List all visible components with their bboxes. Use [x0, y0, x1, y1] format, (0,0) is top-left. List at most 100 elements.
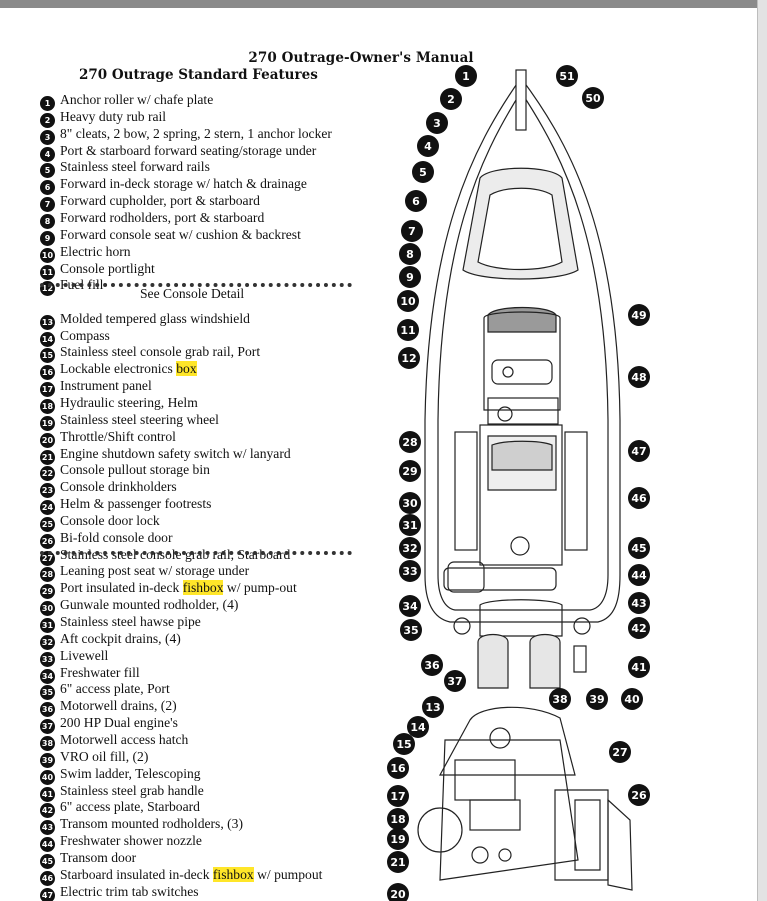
feature-number-badge: 20 [40, 432, 55, 448]
diagram-callout: 11 [397, 319, 419, 341]
feature-number-badge: 47 [40, 887, 55, 901]
manual-title: 270 Outrage-Owner's Manual [248, 50, 474, 66]
feature-text: Forward console seat w/ cushion & backre… [60, 226, 301, 242]
feature-number-badge: 42 [40, 803, 55, 819]
feature-number-badge: 22 [40, 466, 55, 482]
viewer-scrollbar[interactable] [757, 0, 767, 901]
feature-text: Lockable electronics [60, 361, 177, 377]
diagram-callout: 34 [399, 595, 421, 617]
diagram-callout: 10 [397, 290, 419, 312]
diagram-callout: 49 [628, 304, 650, 326]
search-highlight: fishbox [212, 866, 254, 882]
diagram-callout: 51 [556, 65, 578, 87]
feature-text: Hydraulic steering, Helm [60, 394, 198, 410]
svg-text:6: 6 [412, 195, 420, 208]
feature-number-badge: 1 [40, 96, 55, 111]
feature-number-badge: 14 [40, 331, 55, 347]
feature-item: 18 Hydraulic steering, Helm [40, 394, 198, 414]
diagram-callout: 48 [628, 366, 650, 388]
feature-text: Stainless steel grab handle [60, 782, 204, 798]
feature-number-badge: 43 [40, 820, 55, 836]
svg-text:46: 46 [631, 492, 647, 505]
feature-text: Transom mounted rodholders, (3) [60, 816, 243, 832]
feature-text: Stainless steel steering wheel [60, 411, 219, 427]
diagram-callout: 14 [407, 716, 429, 738]
svg-text:3: 3 [433, 117, 441, 130]
feature-number-badge: 17 [40, 382, 55, 398]
feature-number-badge: 8 [40, 213, 55, 229]
svg-text:33: 33 [402, 565, 417, 578]
feature-text: Compass [60, 327, 110, 343]
svg-text:32: 32 [402, 542, 417, 555]
feature-number-badge: 46 [40, 870, 55, 886]
svg-text:13: 13 [425, 701, 440, 714]
diagram-callout: 26 [628, 784, 650, 806]
feature-number-badge: 30 [40, 601, 55, 617]
svg-text:48: 48 [631, 371, 646, 384]
feature-text: Console portlight [60, 260, 155, 276]
diagram-callout: 38 [549, 688, 571, 710]
diagram-callout: 3 [426, 112, 448, 134]
feature-item: 41 Stainless steel grab handle [40, 782, 204, 802]
feature-number-badge: 19 [40, 415, 55, 431]
svg-text:1: 1 [462, 70, 470, 83]
diagram-callout: 40 [621, 688, 643, 710]
feature-number-badge: 13 [40, 314, 55, 330]
feature-text: Freshwater fill [60, 664, 140, 680]
feature-text: Gunwale mounted rodholder, (4) [60, 597, 239, 613]
feature-text: 6" access plate, Port [60, 681, 170, 697]
diagram-callout: 21 [387, 851, 409, 873]
diagram-callout: 46 [628, 487, 650, 509]
svg-text:44: 44 [631, 569, 647, 582]
svg-text:45: 45 [631, 542, 646, 555]
diagram-callout: 8 [399, 243, 421, 265]
diagram-callout: 35 [400, 619, 422, 641]
feature-number-badge: 5 [40, 163, 55, 179]
feature-number-badge: 41 [40, 786, 55, 802]
svg-text:2: 2 [447, 93, 455, 106]
svg-text:51: 51 [559, 70, 574, 83]
console-detail-note: See Console Detail [140, 286, 245, 301]
feature-text: w/ pumpout [253, 866, 323, 882]
feature-text: Engine shutdown safety switch w/ lanyard [60, 445, 291, 461]
svg-text:15: 15 [396, 738, 411, 751]
feature-number-badge: 18 [40, 398, 55, 414]
diagram-callout: 5 [412, 161, 434, 183]
feature-number-badge: 26 [40, 533, 55, 549]
svg-text:17: 17 [390, 790, 405, 803]
diagram-callout: 44 [628, 564, 650, 586]
feature-text: w/ pump-out [223, 580, 297, 596]
feature-text: Console drinkholders [60, 479, 177, 495]
diagram-callout: 16 [387, 757, 409, 779]
svg-text:28: 28 [402, 436, 417, 449]
dotted-divider-top [40, 283, 352, 287]
feature-number-badge: 2 [40, 112, 55, 128]
feature-number-badge: 15 [40, 348, 55, 364]
svg-text:16: 16 [390, 762, 406, 775]
diagram-callout: 15 [393, 733, 415, 755]
feature-text: Transom door [60, 849, 137, 865]
feature-item: 19 Stainless steel steering wheel [40, 411, 219, 431]
feature-number-badge: 28 [40, 567, 55, 583]
diagram-callout: 45 [628, 537, 650, 559]
diagram-callout: 29 [399, 460, 421, 482]
diagram-callout: 27 [609, 741, 631, 763]
diagram-callout: 17 [387, 785, 409, 807]
diagram-callout: 6 [405, 190, 427, 212]
diagram-callout: 4 [417, 135, 439, 157]
feature-text: Helm & passenger footrests [60, 496, 212, 512]
diagram-callout: 50 [582, 87, 604, 109]
